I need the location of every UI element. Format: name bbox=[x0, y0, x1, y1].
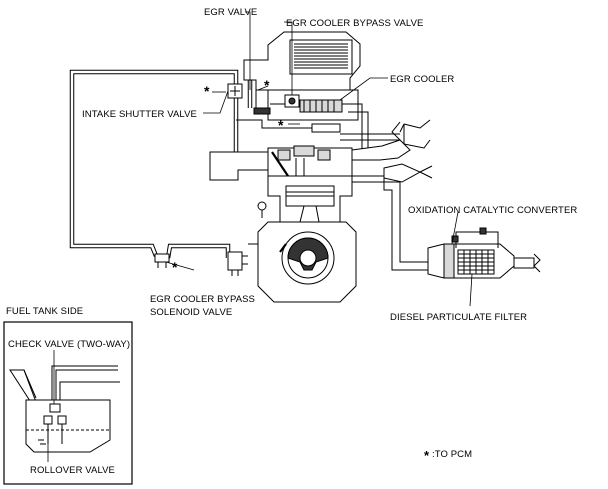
label-egr-cooler-bypass-valve: EGR COOLER BYPASS VALVE bbox=[286, 18, 423, 29]
egr-cooler-bypass-valve bbox=[270, 94, 300, 108]
engine-head bbox=[267, 145, 353, 187]
egr-valve bbox=[253, 89, 271, 115]
label-intake-shutter-valve: INTAKE SHUTTER VALVE bbox=[82, 109, 197, 120]
check-valve-body bbox=[49, 403, 61, 413]
dpf-pressure-lines bbox=[451, 227, 499, 248]
label-check-valve: CHECK VALVE (TWO-WAY) bbox=[8, 339, 130, 350]
intake-shutter-valve bbox=[227, 83, 243, 99]
pcm-marker: * bbox=[278, 117, 284, 133]
label-fuel-tank-side: FUEL TANK SIDE bbox=[6, 306, 83, 317]
pcm-marker: * bbox=[264, 77, 270, 93]
solenoid-hose bbox=[165, 243, 231, 259]
egr-cooler-bypass-solenoid-valve bbox=[154, 253, 170, 268]
exhaust-pipe bbox=[351, 175, 431, 271]
legend-text: :TO PCM bbox=[432, 449, 472, 460]
label-egr-cooler-bypass-solenoid-line1: EGR COOLER BYPASS bbox=[150, 294, 255, 305]
label-rollover-valve: ROLLOVER VALVE bbox=[30, 465, 115, 476]
turbocharger bbox=[340, 119, 433, 183]
dpf-grid bbox=[458, 250, 494, 274]
label-egr-cooler: EGR COOLER bbox=[390, 74, 454, 85]
fuel-tank-illustration bbox=[9, 350, 120, 462]
label-diesel-particulate-filter: DIESEL PARTICULATE FILTER bbox=[390, 312, 527, 323]
intercooler-grille bbox=[289, 39, 353, 75]
dpf-assembly bbox=[427, 243, 541, 279]
pcm-marker: * bbox=[172, 259, 178, 275]
legend-symbol: * bbox=[424, 448, 430, 463]
label-egr-cooler-bypass-solenoid-line2: SOLENOID VALVE bbox=[150, 307, 232, 318]
egr-cooler bbox=[267, 89, 359, 121]
leader-lines bbox=[165, 11, 473, 307]
inset-frame bbox=[3, 321, 133, 485]
fuel-tank-inset: FUEL TANK SIDE CHECK VALVE (TWO-WAY) ROL… bbox=[3, 306, 133, 485]
rollover-valve-body bbox=[43, 415, 53, 425]
vacuum-pump bbox=[227, 251, 248, 276]
legend: * :TO PCM bbox=[424, 448, 472, 463]
label-oxidation-catalytic-converter: OXIDATION CATALYTIC CONVERTER bbox=[408, 205, 577, 216]
pcm-marker: * bbox=[204, 83, 210, 99]
label-egr-valve: EGR VALVE bbox=[204, 7, 257, 18]
vacuum-hose-loop bbox=[69, 69, 239, 257]
intake-manifold bbox=[243, 31, 361, 105]
crankcase bbox=[248, 221, 357, 303]
egr-pipes bbox=[236, 103, 369, 152]
